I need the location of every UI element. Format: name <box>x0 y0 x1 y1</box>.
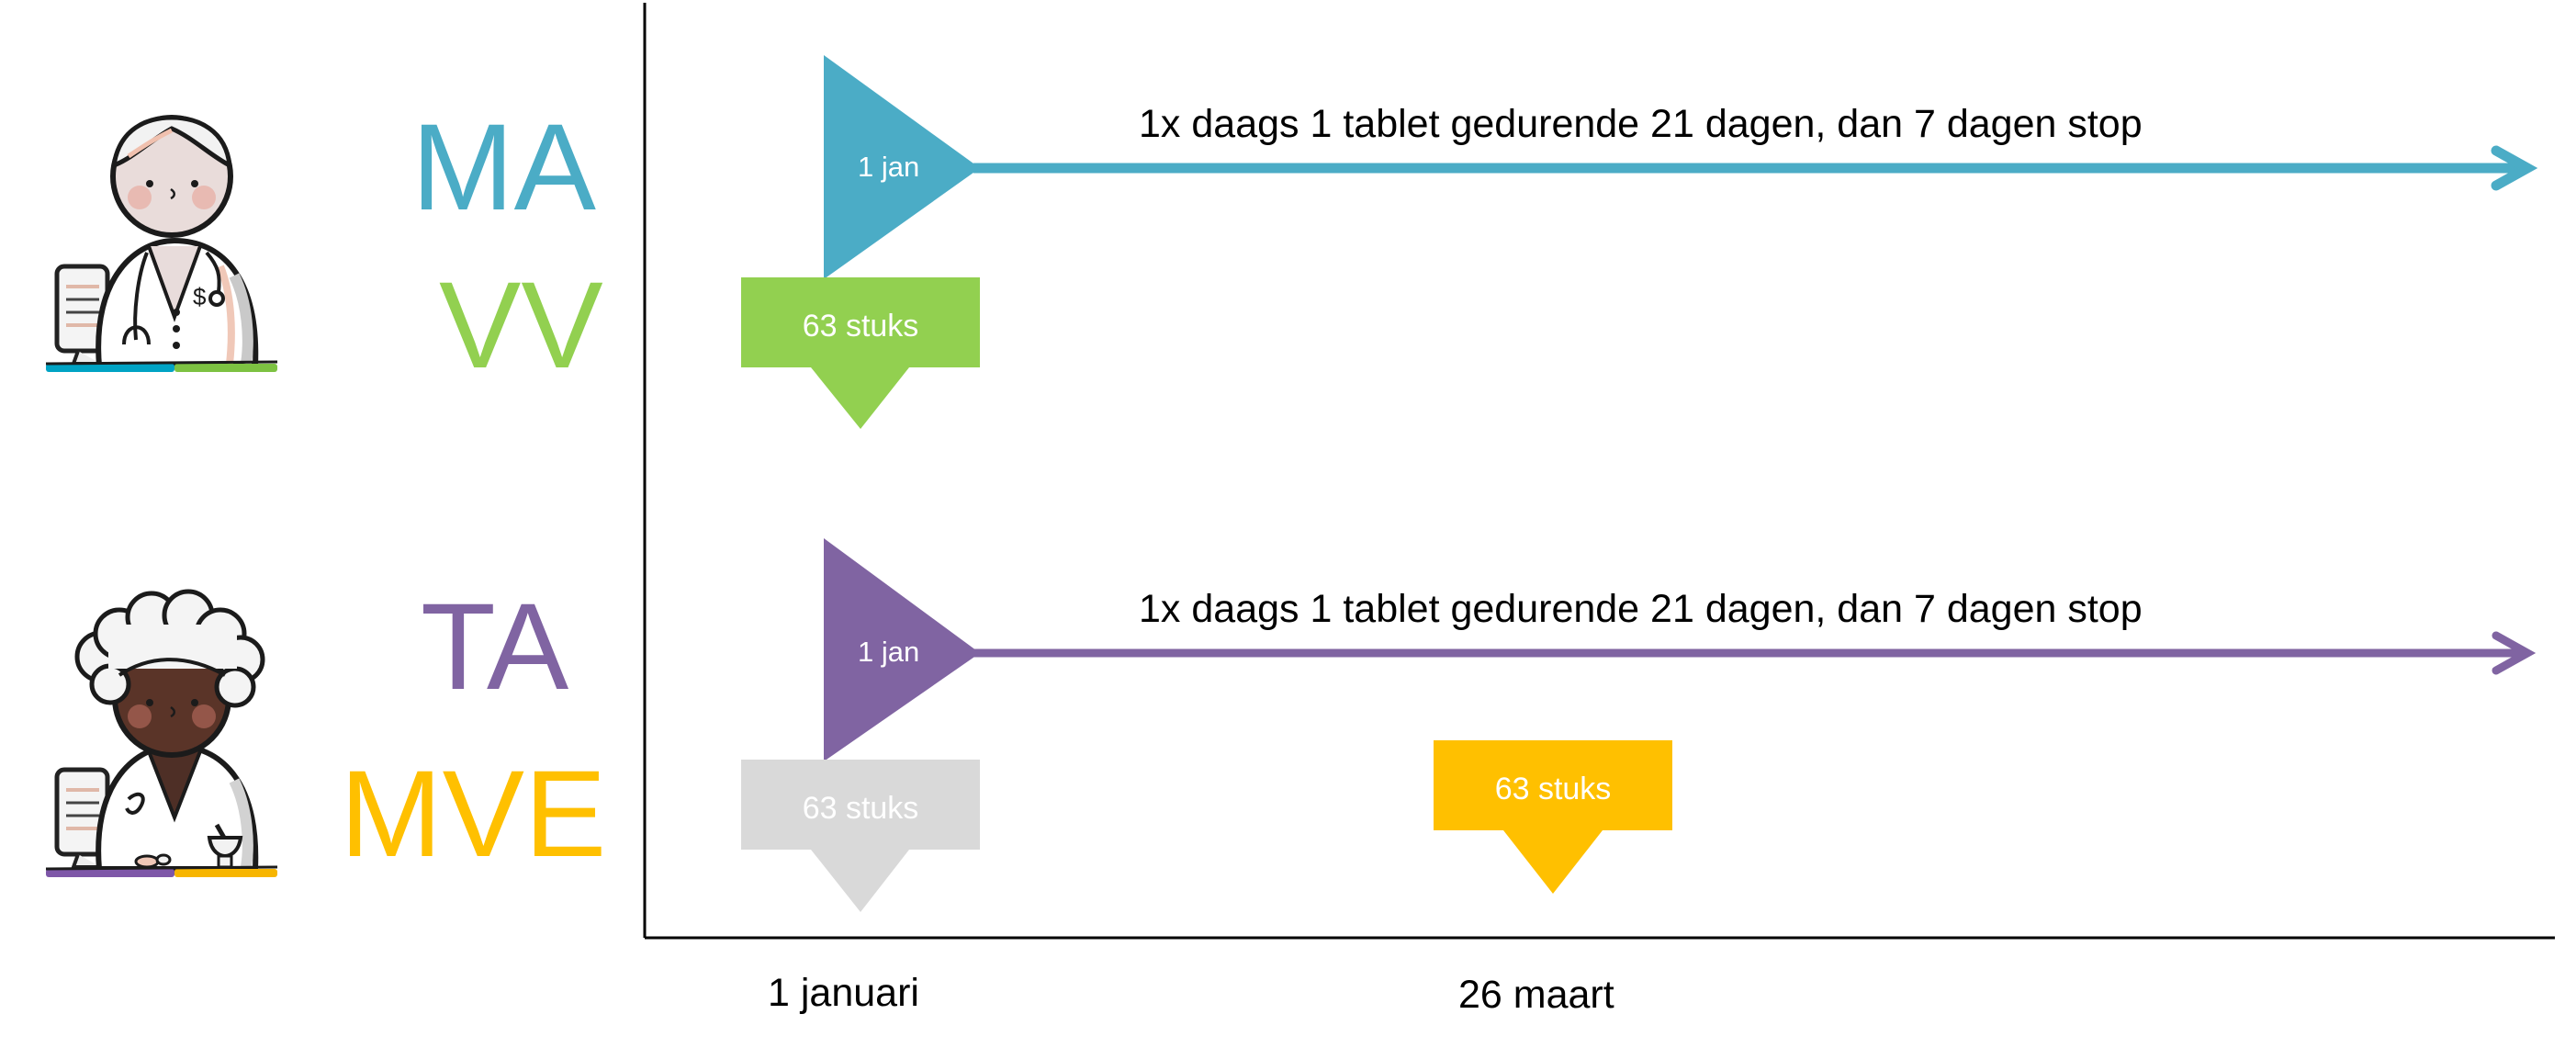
role-label-vv: VV <box>439 257 603 394</box>
arrow-head-icon <box>2491 145 2538 191</box>
start-marker-triangle <box>824 538 980 761</box>
callout-label: 63 stuks <box>1495 772 1612 806</box>
hair <box>74 589 265 708</box>
x-axis-tick-label: 26 maart <box>1458 973 1614 1017</box>
role-label-ma: MA <box>411 99 597 236</box>
svg-text:$: $ <box>193 283 207 310</box>
desk-bar-vv <box>174 364 277 372</box>
start-marker-label: 1 jan <box>858 151 919 183</box>
timeline-ta: 1 jan 1x daags 1 tablet gedurende 21 dag… <box>824 538 2537 761</box>
callout-shape <box>1434 740 1672 894</box>
dosage-instruction: 1x daags 1 tablet gedurende 21 dagen, da… <box>1139 102 2143 146</box>
dispense-callout-vv: 63 stuks <box>741 277 980 429</box>
dispense-callout-mve-inactive: 63 stuks <box>741 760 980 912</box>
desk-bar-ma <box>46 364 174 372</box>
monitor-icon <box>54 767 110 869</box>
start-marker-triangle <box>824 55 980 279</box>
desk-bar-mve <box>174 869 277 877</box>
role-label-ta: TA <box>421 579 569 716</box>
callout-label: 63 stuks <box>803 791 919 826</box>
pharmacist-illustration <box>45 589 278 877</box>
x-axis-tick-label: 1 januari <box>768 971 919 1015</box>
role-label-mve: MVE <box>340 746 606 883</box>
timeline-ma: 1 jan 1x daags 1 tablet gedurende 21 dag… <box>824 55 2538 279</box>
callout-label: 63 stuks <box>803 309 919 344</box>
dispense-callout-mve: 63 stuks <box>1434 740 1672 894</box>
arrow-head-icon <box>2492 631 2537 675</box>
doctor-illustration: $ <box>45 115 278 372</box>
start-marker-label: 1 jan <box>858 636 919 668</box>
desk-bar-ta <box>46 869 174 877</box>
callout-shape <box>741 760 980 912</box>
dosage-instruction: 1x daags 1 tablet gedurende 21 dagen, da… <box>1139 587 2143 631</box>
callout-shape <box>741 277 980 429</box>
